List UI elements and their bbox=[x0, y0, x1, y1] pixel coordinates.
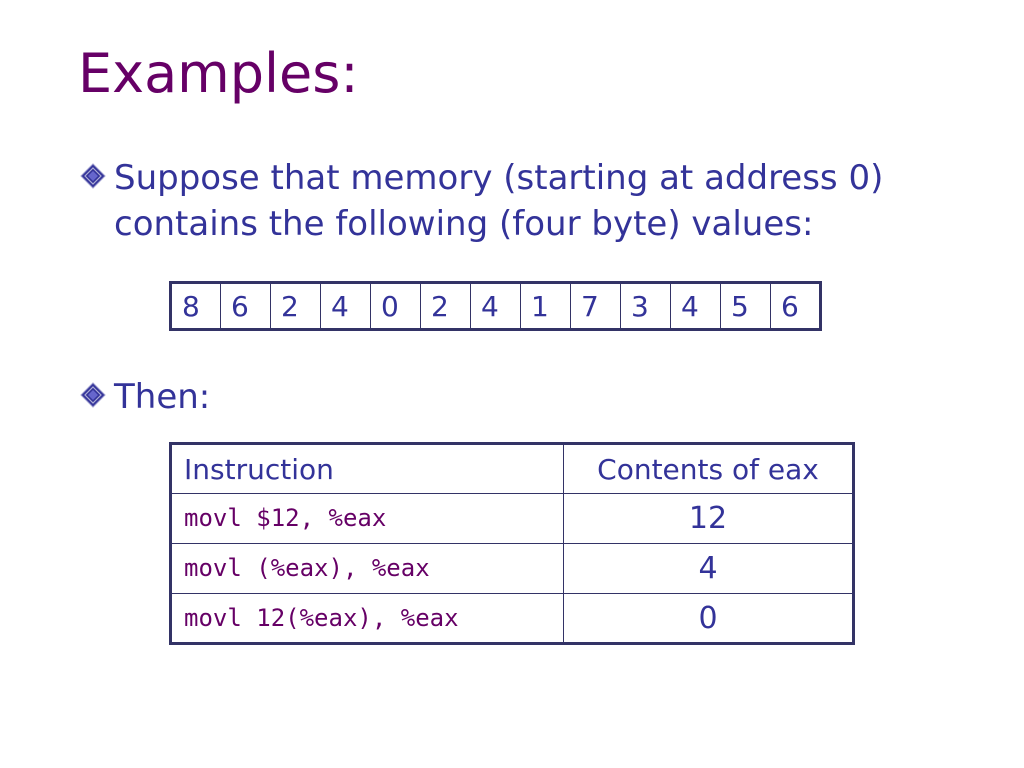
memory-cell: 4 bbox=[470, 282, 521, 330]
header-eax: Contents of eax bbox=[563, 443, 854, 494]
bullet-text: Suppose that memory (starting at address… bbox=[114, 158, 884, 244]
table-row: movl $12, %eax 12 bbox=[170, 493, 854, 544]
instruction-cell: movl 12(%eax), %eax bbox=[170, 593, 564, 644]
diamond-bullet-icon bbox=[80, 155, 114, 189]
memory-cell: 7 bbox=[570, 282, 621, 330]
table-row: movl 12(%eax), %eax 0 bbox=[170, 593, 854, 644]
memory-cell: 4 bbox=[670, 282, 721, 330]
bullet-then: Then: bbox=[80, 374, 210, 420]
bullet-memory: Suppose that memory (starting at address… bbox=[80, 155, 914, 247]
memory-table: 8 6 2 4 0 2 4 1 7 3 4 5 6 bbox=[169, 281, 822, 331]
memory-cell: 6 bbox=[770, 282, 821, 330]
memory-cell: 1 bbox=[520, 282, 571, 330]
memory-cell: 5 bbox=[720, 282, 771, 330]
memory-cell: 6 bbox=[220, 282, 271, 330]
memory-cell: 2 bbox=[270, 282, 321, 330]
instruction-cell: movl $12, %eax bbox=[170, 493, 564, 544]
memory-cell: 0 bbox=[370, 282, 421, 330]
header-instruction: Instruction bbox=[170, 443, 564, 494]
memory-cell: 2 bbox=[420, 282, 471, 330]
instruction-table: Instruction Contents of eax movl $12, %e… bbox=[169, 442, 855, 645]
memory-cell: 8 bbox=[170, 282, 221, 330]
memory-cell: 3 bbox=[620, 282, 671, 330]
eax-value-cell: 0 bbox=[563, 593, 854, 644]
eax-value-cell: 12 bbox=[563, 493, 854, 544]
memory-cell: 4 bbox=[320, 282, 371, 330]
diamond-bullet-icon bbox=[80, 374, 114, 408]
eax-value-cell: 4 bbox=[563, 543, 854, 594]
table-row: movl (%eax), %eax 4 bbox=[170, 543, 854, 594]
table-header-row: Instruction Contents of eax bbox=[170, 443, 854, 494]
bullet-text: Then: bbox=[114, 377, 211, 417]
memory-row: 8 6 2 4 0 2 4 1 7 3 4 5 6 bbox=[170, 282, 821, 330]
slide-title: Examples: bbox=[78, 42, 359, 105]
instruction-cell: movl (%eax), %eax bbox=[170, 543, 564, 594]
